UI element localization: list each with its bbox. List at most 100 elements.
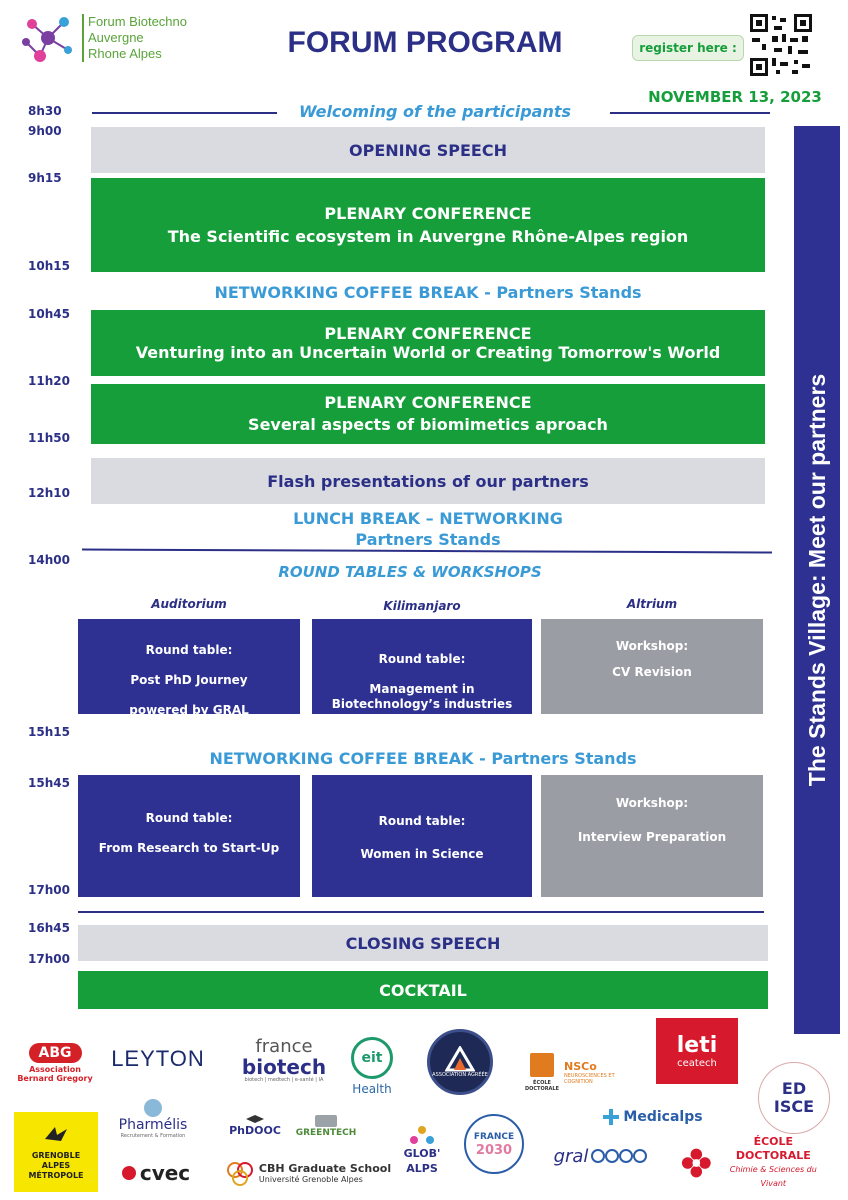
plenary-title: PLENARY CONFERENCE [324, 324, 532, 343]
closing-label: CLOSING SPEECH [345, 933, 501, 953]
cbh-graduate-school-logo: CBH Graduate School Université Grenoble … [220, 1156, 396, 1190]
session1-altrium[interactable]: Workshop: CV Revision [541, 619, 763, 714]
plenary-conference-1: PLENARY CONFERENCE The Scientific ecosys… [91, 178, 765, 272]
france-biotech-logo: france biotech biotech | medtech | e-san… [240, 1030, 328, 1090]
gral-text: gral [553, 1145, 589, 1167]
cell-title: CV Revision [612, 665, 692, 679]
time-label: 10h15 [28, 259, 70, 273]
roundtables-heading: ROUND TABLES & WORKSHOPS [278, 563, 542, 581]
pharmelis-subtext: Recrutement & Formation [120, 1133, 186, 1139]
session1-auditorium[interactable]: Round table: Post PhD Journey powered by… [78, 619, 300, 717]
cvec-text: cvec [139, 1161, 191, 1185]
time-label: 11h20 [28, 374, 70, 388]
france-2030-logo: FRANCE 2030 [462, 1112, 526, 1176]
register-button[interactable]: register here : [632, 35, 744, 61]
plenary-conference-3: PLENARY CONFERENCE Several aspects of bi… [91, 384, 765, 444]
nsco-text: NSCo [564, 1059, 597, 1073]
abg-subtext: Association Bernard Gregory [17, 1065, 93, 1083]
glob-alps-logo: GLOB' ALPS [398, 1112, 446, 1188]
cocktail-label: COCKTAIL [379, 980, 467, 1000]
session2-kilimanjaro[interactable]: Round table: Women in Science [312, 775, 532, 897]
cvec-dot-icon [121, 1166, 136, 1180]
room-kilimanjaro: Kilimanjaro [383, 599, 461, 613]
france-2030-line-1: FRANCE [473, 1132, 515, 1142]
page-title: FORUM PROGRAM [287, 26, 563, 59]
phdooc-logo: PhDOOC [220, 1112, 290, 1140]
medicalps-logo: Medicalps [598, 1104, 708, 1130]
gral-logo: gral [546, 1136, 656, 1176]
abg-text: ABG [28, 1043, 82, 1063]
cell-title: From Research to Start-Up [98, 841, 280, 855]
plenary-subtitle: Venturing into an Uncertain World or Cre… [135, 343, 721, 362]
time-label: 9h15 [28, 171, 62, 185]
welcome-heading: Welcoming of the participants [298, 102, 572, 121]
cell-note: powered by GRAL [129, 703, 249, 717]
cbh-subtext: Université Grenoble Alpes [258, 1175, 363, 1184]
time-label: 14h00 [28, 553, 70, 567]
ceatech-text: ceatech [677, 1057, 717, 1069]
cbh-text: CBH Graduate School [258, 1162, 392, 1175]
cell-title: Management in Biotechnology’s industries [331, 682, 513, 711]
time-label: 10h45 [28, 307, 70, 321]
grenoble-bird-icon [45, 1127, 67, 1141]
cell-type: Workshop: [615, 639, 689, 653]
session2-altrium[interactable]: Workshop: Interview Preparation [541, 775, 763, 897]
leti-logo: leti ceatech [656, 1018, 738, 1084]
plenary-conference-2: PLENARY CONFERENCE Venturing into an Unc… [91, 310, 765, 376]
session1-kilimanjaro[interactable]: Round table: Management in Biotechnology… [312, 619, 532, 714]
cell-type: Round table: [145, 811, 233, 825]
ed-isce-logo: ED ISCE [756, 1060, 832, 1136]
phdooc-text: PhDOOC [229, 1124, 281, 1137]
flower-icon [681, 1148, 711, 1178]
time-label: 9h00 [28, 124, 62, 138]
greentech-text: GREENTECH [295, 1128, 357, 1138]
association-text: ASSOCIATION AGRÉÉE [432, 1072, 488, 1078]
cell-type: Round table: [378, 652, 466, 666]
cell-type: Workshop: [615, 796, 689, 810]
ecole-doctorale-text: ÉCOLE DOCTORALE [524, 1079, 560, 1092]
cell-title: Post PhD Journey [130, 673, 248, 687]
gral-circles-icon [591, 1149, 648, 1163]
greentech-icon [315, 1115, 337, 1127]
association-agreee-logo: ASSOCIATION AGRÉÉE [424, 1026, 496, 1098]
molecule-logo-icon [22, 17, 72, 62]
time-label: 17h00 [28, 883, 70, 897]
time-label: 15h45 [28, 776, 70, 790]
leyton-logo: LEYTON [111, 1046, 205, 1071]
cell-type: Round table: [145, 643, 233, 657]
france-biotech-line-1: france [255, 1035, 313, 1057]
edcsv-line-1: ÉCOLE DOCTORALE [735, 1135, 811, 1162]
stands-village-text: The Stands Village: Meet our partners [804, 373, 830, 787]
cvec-logo: cvec [114, 1158, 198, 1188]
lunch-line-1: LUNCH BREAK – NETWORKING [293, 509, 563, 528]
glob-alps-line-2: ALPS [406, 1162, 438, 1175]
eit-health-logo: eit Health [344, 1030, 400, 1102]
qr-code[interactable] [748, 12, 814, 78]
medicalps-text: Medicalps [623, 1109, 703, 1125]
pharmelis-logo: Pharmélis Recrutement & Formation [106, 1096, 200, 1142]
graduation-cap-icon [246, 1115, 264, 1123]
opening-speech: OPENING SPEECH [91, 127, 765, 173]
coffee-break-2: NETWORKING COFFEE BREAK - Partners Stand… [209, 749, 637, 768]
plenary-subtitle: Several aspects of biomimetics aproach [248, 415, 608, 434]
glob-alps-line-1: GLOB' [403, 1147, 441, 1160]
cocktail: COCKTAIL [78, 971, 768, 1009]
ed-chimie-sciences-vivant-logo: ÉCOLE DOCTORALE Chimie & Sciences du Viv… [680, 1135, 830, 1188]
nsco-subtext: NEUROSCIENCES ET COGNITION [564, 1072, 615, 1085]
pharmelis-icon [144, 1099, 162, 1117]
logo-line-2: Auvergne [88, 30, 144, 45]
grenoble-metropole-logo: GRENOBLE ALPES MÉTROPOLE [14, 1112, 98, 1192]
room-auditorium: Auditorium [151, 597, 227, 611]
session2-auditorium[interactable]: Round table: From Research to Start-Up [78, 775, 300, 897]
lunch-break: LUNCH BREAK – NETWORKING Partners Stands [91, 508, 765, 550]
cbh-rings-icon [226, 1162, 253, 1186]
logo-line-1: Forum Biotechno [88, 14, 187, 29]
greentech-logo: GREENTECH [296, 1112, 356, 1142]
isce-text: ISCE [773, 1097, 815, 1116]
france-2030-line-2: 2030 [475, 1143, 513, 1158]
divider [610, 112, 770, 114]
lunch-line-2: Partners Stands [355, 530, 501, 549]
opening-label: OPENING SPEECH [349, 140, 507, 160]
ecole-doctorale-icon [530, 1052, 554, 1077]
pharmelis-text: Pharmélis [118, 1117, 188, 1133]
